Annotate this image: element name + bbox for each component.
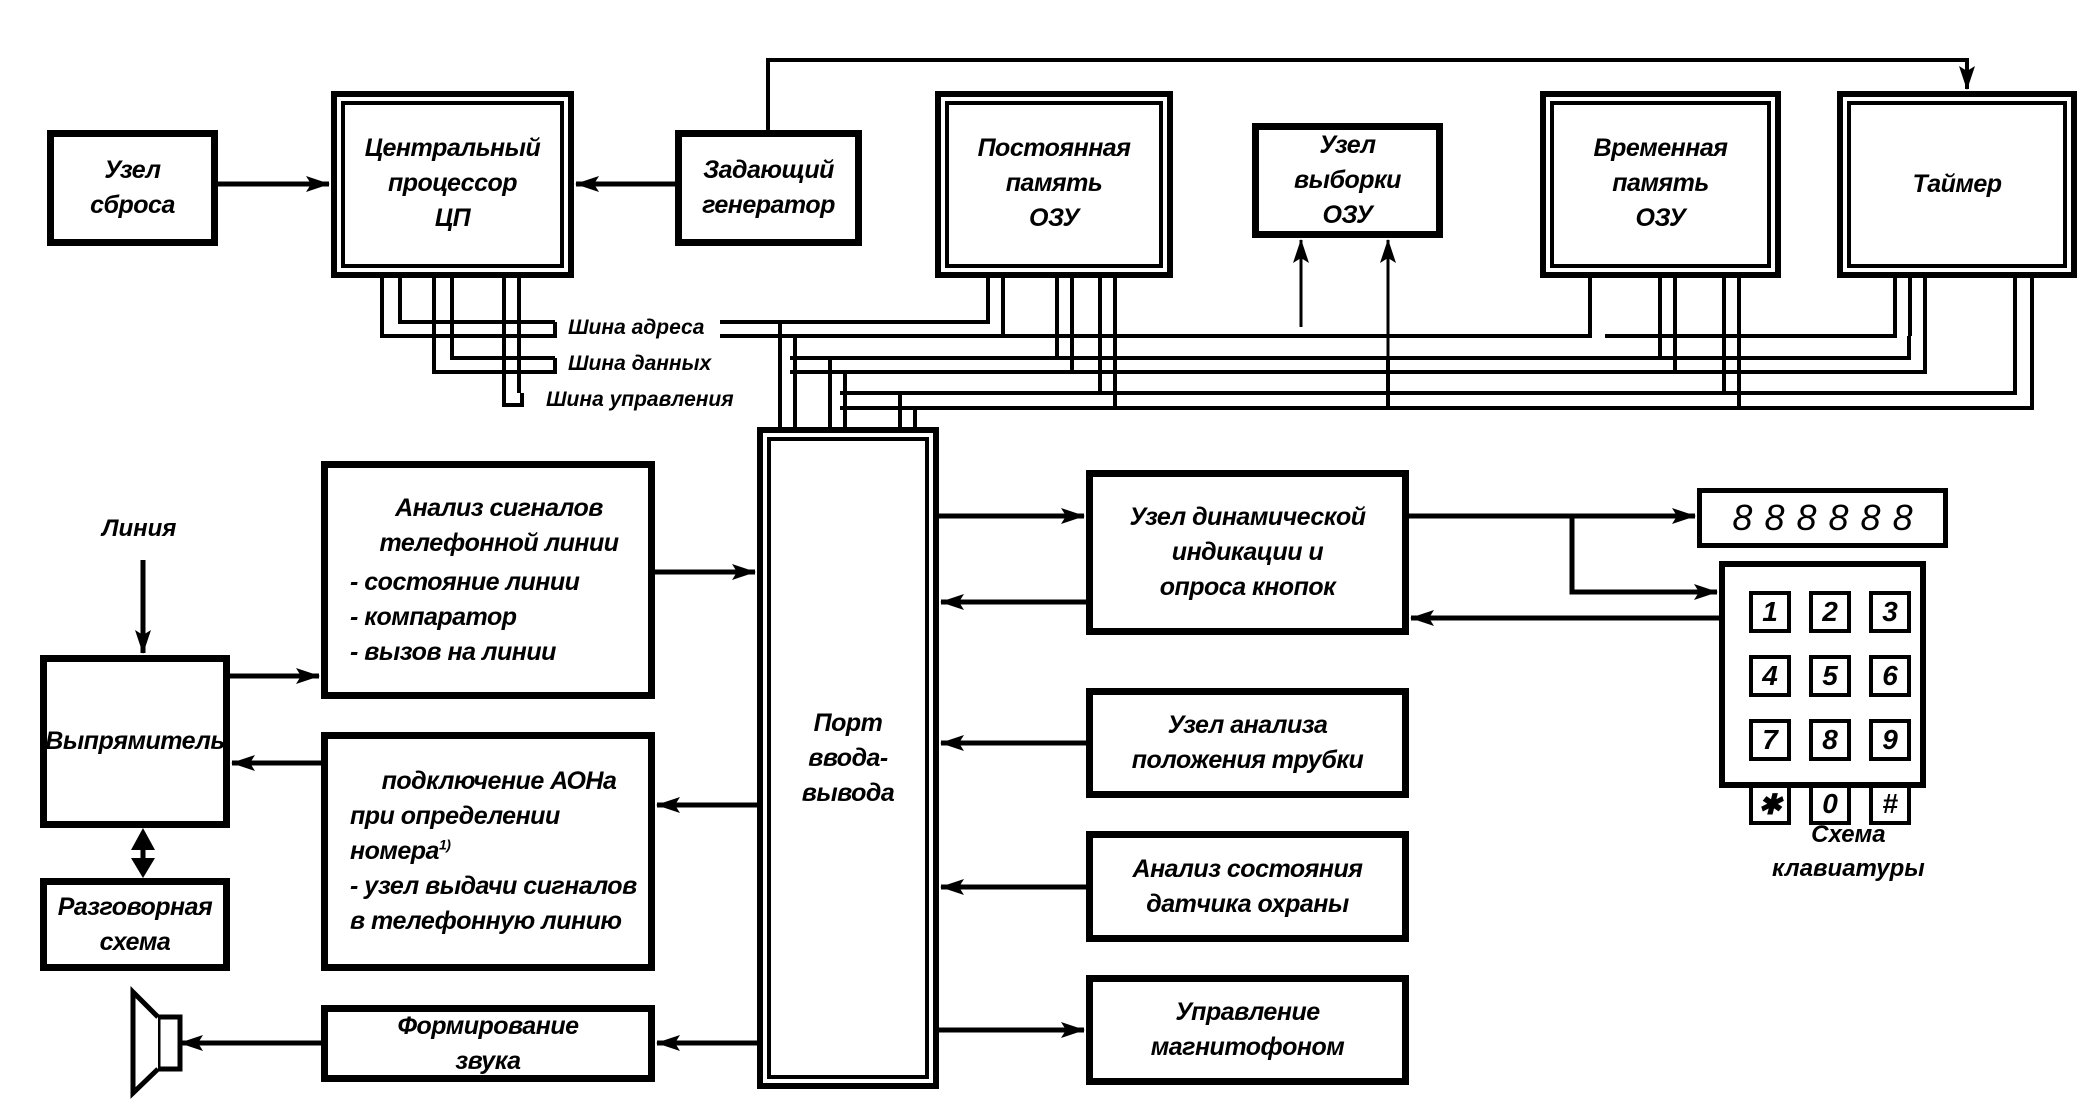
wire-dyn-keypad xyxy=(1569,516,1718,600)
port-line-1: Порт xyxy=(813,708,883,737)
sound-block: Формирование звука xyxy=(321,1005,655,1082)
bus-control xyxy=(502,278,2034,410)
keypad-key-8: 8 xyxy=(1809,719,1851,761)
cpu-line-3: ЦП xyxy=(434,204,471,232)
analysis-item-3: - вызов на линии xyxy=(350,637,556,666)
bus-port-stubs xyxy=(778,322,917,427)
speech-line-1: Разговорная xyxy=(57,892,213,921)
rom-line-3: ОЗУ xyxy=(1029,204,1080,232)
handset-block: Узел анализа положения трубки xyxy=(1086,688,1409,798)
keypad-key-3: 3 xyxy=(1869,591,1911,633)
recorder-line-1: Управление xyxy=(1175,998,1320,1026)
dyn-line-2: индикации и xyxy=(1171,538,1324,566)
reset-line-1: Узел xyxy=(104,156,161,184)
aon-block: подключение АОНа при определении номера1… xyxy=(321,732,655,971)
ram-line-3: ОЗУ xyxy=(1635,204,1687,232)
sound-line-1: Формирование xyxy=(397,1011,580,1040)
recorder-block: Управление магнитофоном xyxy=(1086,975,1409,1085)
bus-address xyxy=(380,278,1912,338)
keyboard-caption-1: Схема xyxy=(1811,821,1886,848)
reset-line-2: сброса xyxy=(90,191,175,219)
ram-line-1: Временная xyxy=(1593,134,1728,162)
keypad: 1 2 3 4 5 6 7 8 9 ✱ 0 # xyxy=(1719,561,1926,825)
bus-control-label: Шина управления xyxy=(546,388,734,411)
keypad-key-1: 1 xyxy=(1749,591,1791,633)
alarm-line-2: датчика охраны xyxy=(1146,889,1349,918)
wire-clock-timer xyxy=(766,58,1975,130)
rom-line-1: Постоянная xyxy=(977,134,1131,162)
display-digit: 8 xyxy=(1732,497,1753,538)
cpu-block: Центральный процессор ЦП xyxy=(331,91,574,278)
rom-block: Постоянная память ОЗУ xyxy=(935,91,1173,278)
ram-line-2: память xyxy=(1612,169,1709,197)
dyn-line-1: Узел динамической xyxy=(1129,503,1366,531)
handset-line-1: Узел анализа xyxy=(1167,711,1328,739)
speech-circuit-block: Разговорная схема xyxy=(40,878,230,971)
io-port-block: Порт ввода- вывода xyxy=(757,427,939,1089)
aon-line-3-wrap: номера1) xyxy=(350,834,451,869)
bus-lines xyxy=(380,278,2034,427)
keypad-key-hash: # xyxy=(1869,783,1911,825)
keypad-key-0: 0 xyxy=(1809,783,1851,825)
aon-line-3: номера xyxy=(350,837,439,865)
alarm-line-1: Анализ состояния xyxy=(1132,854,1363,883)
analysis-item-1: - состояние линии xyxy=(350,567,580,596)
cpu-line-1: Центральный xyxy=(364,134,541,162)
ram-block: Временная память ОЗУ xyxy=(1540,91,1781,278)
keypad-key-7: 7 xyxy=(1749,719,1791,761)
clock-generator-block: Задающий генератор xyxy=(675,130,862,246)
timer-label: Таймер xyxy=(1912,170,2002,198)
display-digit: 8 xyxy=(1892,497,1913,538)
bus-address-label: Шина адреса xyxy=(568,316,705,339)
display-digit: 8 xyxy=(1860,497,1881,538)
rectifier-label: Выпрямитель xyxy=(45,727,225,755)
keyboard-caption-2: клавиатуры xyxy=(1772,855,1925,882)
keypad-key-6: 6 xyxy=(1869,655,1911,697)
clock-line-2: генератор xyxy=(702,191,835,219)
bus-data-label: Шина данных xyxy=(568,352,712,375)
keypad-key-4: 4 xyxy=(1749,655,1791,697)
seven-segment-display: 8 8 8 8 8 8 xyxy=(1697,488,1948,548)
keypad-key-5: 5 xyxy=(1809,655,1851,697)
ramsel-line-1: Узел xyxy=(1319,131,1376,159)
aon-line-2: при определении xyxy=(350,802,560,830)
cpu-line-2: процессор xyxy=(387,169,518,197)
ram-select-block: Узел выборки ОЗУ xyxy=(1252,123,1443,238)
ramsel-line-3: ОЗУ xyxy=(1322,201,1374,229)
rom-line-2: память xyxy=(1005,169,1103,197)
display-digit: 8 xyxy=(1764,497,1785,538)
bus-data xyxy=(432,278,1927,374)
handset-line-2: положения трубки xyxy=(1131,746,1364,774)
display-digit: 8 xyxy=(1796,497,1817,538)
speaker-icon xyxy=(130,985,183,1099)
line-analysis-block: Анализ сигналов телефонной линии - состо… xyxy=(321,461,655,699)
aon-item-2: в телефонную линию xyxy=(350,907,622,935)
line-label: Линия xyxy=(102,515,177,542)
port-line-2: ввода- xyxy=(808,743,888,772)
rectifier-block: Выпрямитель xyxy=(40,655,230,828)
sound-line-2: звука xyxy=(455,1046,521,1075)
timer-block: Таймер xyxy=(1837,91,2077,278)
keypad-key-9: 9 xyxy=(1869,719,1911,761)
speech-line-2: схема xyxy=(99,927,171,956)
recorder-line-2: магнитофоном xyxy=(1150,1033,1345,1061)
keyboard-caption: Схема клавиатуры xyxy=(1772,818,1925,886)
analysis-title-1: Анализ сигналов xyxy=(395,493,603,522)
dyn-line-3: опроса кнопок xyxy=(1159,573,1336,601)
ramsel-line-2: выборки xyxy=(1294,166,1401,194)
keypad-key-2: 2 xyxy=(1809,591,1851,633)
dyn-indication-block: Узел динамической индикации и опроса кно… xyxy=(1086,470,1409,635)
analysis-item-2: - компаратор xyxy=(350,602,517,631)
reset-unit-block: Узел сброса xyxy=(47,130,218,246)
alarm-block: Анализ состояния датчика охраны xyxy=(1086,831,1409,942)
display-digit: 8 xyxy=(1828,497,1849,538)
aon-line-1: подключение АОНа xyxy=(381,767,617,795)
clock-line-1: Задающий xyxy=(703,156,834,184)
keypad-key-star: ✱ xyxy=(1749,783,1791,825)
analysis-title-2: телефонной линии xyxy=(379,528,619,557)
aon-footnote: 1) xyxy=(438,836,451,853)
port-line-3: вывода xyxy=(801,778,895,807)
aon-item-1: - узел выдачи сигналов xyxy=(350,872,637,900)
